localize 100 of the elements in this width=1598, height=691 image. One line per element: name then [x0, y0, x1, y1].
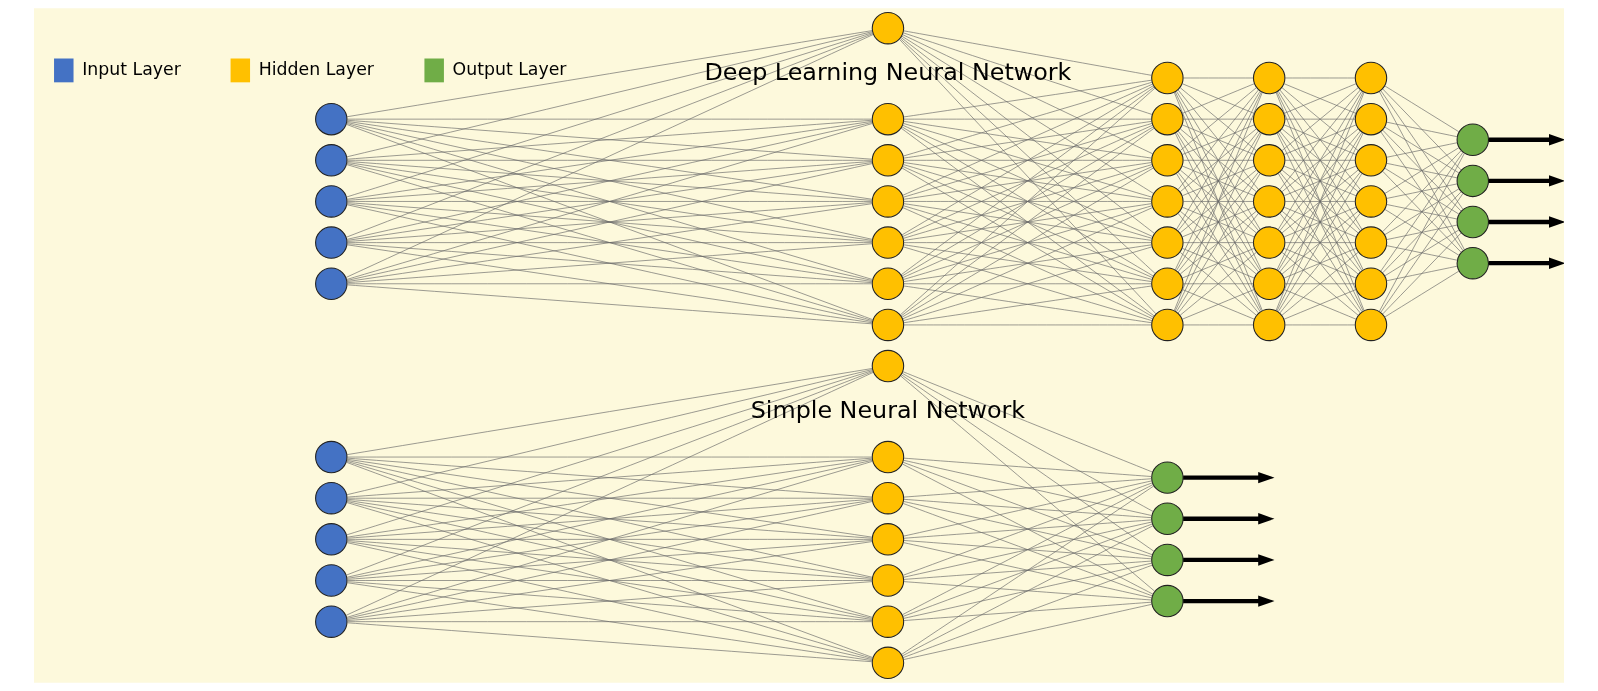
connector — [346, 458, 873, 538]
node-circle — [1456, 123, 1490, 156]
connector — [346, 284, 873, 325]
connector — [1283, 289, 1357, 320]
connector — [346, 122, 873, 240]
connector — [901, 35, 1154, 194]
connector — [901, 85, 1154, 236]
node-circle — [1151, 144, 1184, 177]
connector — [346, 162, 873, 241]
node-circle — [1456, 164, 1490, 198]
connector — [1283, 165, 1357, 197]
connector — [903, 30, 1152, 76]
node-circle — [871, 564, 905, 597]
connector — [345, 34, 874, 278]
connector — [1386, 163, 1458, 179]
node-circle — [1151, 461, 1184, 494]
connector — [1380, 151, 1464, 272]
connector — [1284, 118, 1356, 120]
connector — [903, 242, 1152, 243]
connector — [346, 243, 873, 283]
connector — [903, 283, 1152, 285]
connector — [1182, 77, 1254, 79]
connector — [903, 201, 1152, 202]
connector — [1279, 89, 1361, 190]
connector — [346, 164, 874, 322]
arrow — [1488, 257, 1564, 269]
connector — [346, 500, 873, 579]
connector — [903, 603, 1153, 660]
connector — [1284, 77, 1356, 79]
connector — [900, 127, 1155, 317]
connector — [346, 161, 873, 201]
node-circle — [315, 605, 348, 638]
connector — [903, 562, 1153, 619]
connector — [346, 497, 873, 499]
connector — [1382, 232, 1462, 315]
node-circle — [315, 185, 348, 218]
connector — [902, 371, 1153, 473]
connector — [346, 540, 873, 580]
node-circle — [1252, 102, 1286, 136]
node-circle — [1252, 185, 1286, 218]
connector — [346, 621, 873, 622]
connector — [1384, 188, 1460, 236]
connector — [901, 485, 1155, 655]
connector — [345, 33, 874, 238]
node-circle — [315, 226, 348, 259]
node-circle — [1456, 205, 1490, 239]
connector — [902, 207, 1154, 320]
connector — [1176, 90, 1261, 230]
connector — [901, 167, 1154, 318]
connector — [346, 201, 873, 202]
connector — [903, 478, 1152, 498]
connector — [1386, 183, 1458, 199]
connector — [903, 542, 1153, 599]
arrow — [1183, 595, 1275, 607]
connector — [345, 372, 874, 616]
arrow — [1488, 175, 1564, 187]
connector — [903, 203, 1152, 241]
connector — [1283, 206, 1357, 238]
connector — [346, 163, 873, 281]
connector — [1380, 90, 1464, 210]
connector — [346, 203, 873, 282]
connector — [1281, 210, 1359, 275]
connector — [1384, 167, 1460, 215]
connector — [901, 372, 1154, 512]
connector — [345, 371, 874, 576]
node-circle — [1151, 502, 1184, 536]
connector — [903, 457, 1152, 477]
node-circle — [871, 308, 905, 342]
connector — [902, 34, 1154, 155]
connector — [1174, 91, 1262, 271]
node-circle — [315, 267, 348, 300]
node-circle — [1151, 267, 1184, 300]
connector — [346, 31, 873, 158]
connector — [903, 501, 1153, 558]
connector — [1384, 85, 1460, 133]
connector — [1177, 89, 1259, 190]
connector — [346, 461, 873, 658]
connector — [1379, 91, 1465, 250]
connector — [1384, 126, 1460, 174]
connector — [1386, 265, 1458, 282]
connector — [903, 601, 1152, 621]
node-circle — [871, 440, 905, 474]
connector — [1182, 242, 1254, 243]
connector — [1382, 150, 1462, 232]
connector — [346, 539, 873, 540]
connector — [903, 459, 1153, 516]
connector — [1384, 208, 1460, 256]
node-circle — [871, 481, 905, 515]
connector — [346, 580, 873, 581]
connector — [346, 159, 873, 161]
node-circle — [1252, 267, 1286, 300]
node-circle — [315, 481, 348, 515]
node-circle — [871, 144, 905, 177]
connector — [1277, 90, 1363, 230]
connector — [902, 463, 1154, 595]
connector — [346, 581, 873, 621]
connector — [1182, 201, 1254, 202]
connector — [1382, 171, 1462, 253]
node-circle — [1151, 226, 1184, 259]
connector — [346, 204, 873, 322]
